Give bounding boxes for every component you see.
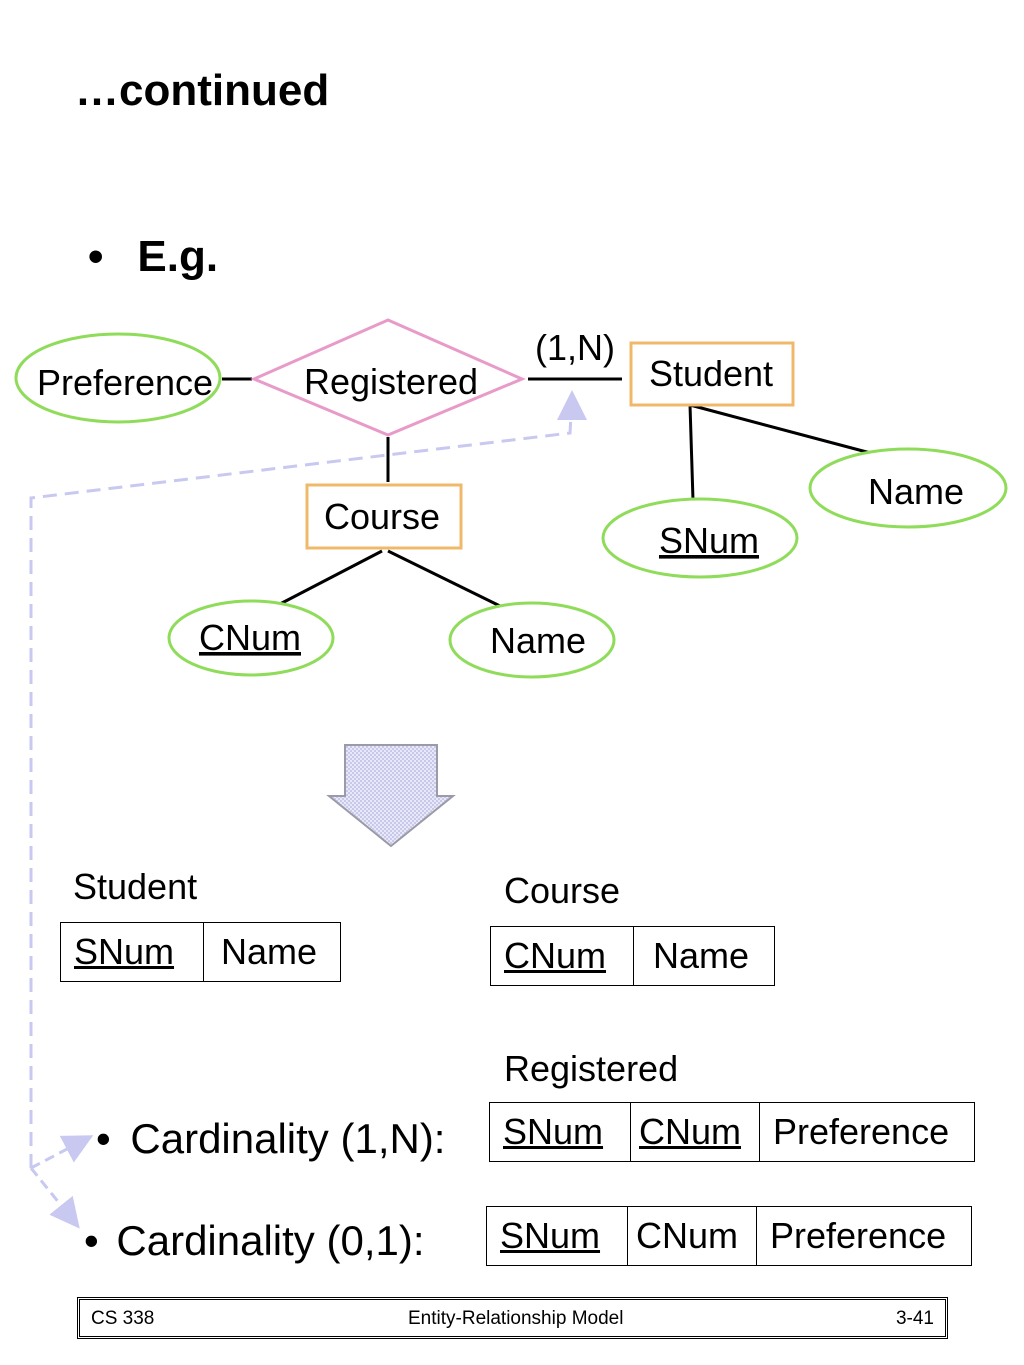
course-name-label: Name <box>490 620 586 661</box>
student-relation-label: Student <box>73 866 198 907</box>
bullet-dot: • <box>84 1217 99 1264</box>
course-entity-label: Course <box>324 496 440 537</box>
student-name-column: Name <box>203 922 341 982</box>
preference-label: Preference <box>37 362 213 403</box>
course-name-attribute <box>448 601 616 679</box>
registered-1n-cnum-column: CNum <box>630 1102 760 1162</box>
course-relation-table: CNum Name <box>490 926 775 986</box>
course-entity <box>305 483 463 550</box>
footer-course: CS 338 <box>91 1308 155 1329</box>
student-relation-table: SNum Name <box>60 922 341 982</box>
student-entity <box>629 341 795 407</box>
course-cnum-attribute <box>167 599 335 677</box>
student-snum-attribute <box>601 497 799 579</box>
link-course-cnum <box>279 549 383 606</box>
registered-01-cnum-column: CNum <box>627 1206 757 1266</box>
registered-relation-label: Registered <box>504 1048 679 1089</box>
bullet-dot: • <box>96 1115 111 1162</box>
dashed-branch-lower <box>29 1167 80 1229</box>
course-relation-label: Course <box>504 870 621 911</box>
course-name-column: Name <box>633 926 775 986</box>
student-entity-label: Student <box>649 353 773 394</box>
cardinality-01-label: Cardinality (0,1): <box>116 1217 425 1264</box>
dashed-pointer-path <box>29 396 574 1168</box>
slide-title: …continued <box>75 66 330 115</box>
registered-01-table: SNum CNum Preference <box>486 1206 972 1266</box>
student-name-label: Name <box>868 471 964 512</box>
slide-footer: CS 338 Entity-Relationship Model 3-41 <box>77 1297 948 1339</box>
footer-topic: Entity-Relationship Model <box>408 1308 624 1329</box>
cardinality-1n-label: Cardinality (1,N): <box>130 1115 446 1162</box>
link-course-name <box>387 549 501 608</box>
cardinality-label: (1,N) <box>535 327 615 368</box>
example-bullet-text: E.g. <box>137 232 219 281</box>
link-student-snum <box>688 404 695 501</box>
cardinality-01-bullet: • Cardinality (0,1): <box>84 1217 425 1265</box>
bullet-dot: • <box>88 232 104 281</box>
registered-1n-snum-column: SNum <box>489 1102 631 1162</box>
course-cnum-label: CNum <box>199 617 301 658</box>
registered-1n-preference-column: Preference <box>759 1102 975 1162</box>
cardinality-1n-bullet: • Cardinality (1,N): <box>96 1115 445 1163</box>
relationship-diamond <box>250 318 526 437</box>
footer-page-number: 3-41 <box>895 1308 934 1329</box>
student-name-attribute <box>808 447 1008 529</box>
registered-1n-table: SNum CNum Preference <box>489 1102 975 1162</box>
registered-01-preference-column: Preference <box>756 1206 972 1266</box>
relationship-label: Registered <box>304 361 478 402</box>
link-student-name <box>689 403 879 457</box>
registered-01-snum-column: SNum <box>486 1206 628 1266</box>
dashed-branch-upper <box>30 1135 94 1170</box>
preference-attribute <box>14 332 222 424</box>
course-cnum-column: CNum <box>490 926 634 986</box>
student-snum-label: SNum <box>659 520 759 561</box>
er-diagram: Registered Preference (1,N) Student SNum… <box>14 318 1008 1229</box>
example-bullet: • E.g. <box>88 232 218 282</box>
student-snum-column: SNum <box>60 922 204 982</box>
down-arrow-icon <box>326 744 456 848</box>
